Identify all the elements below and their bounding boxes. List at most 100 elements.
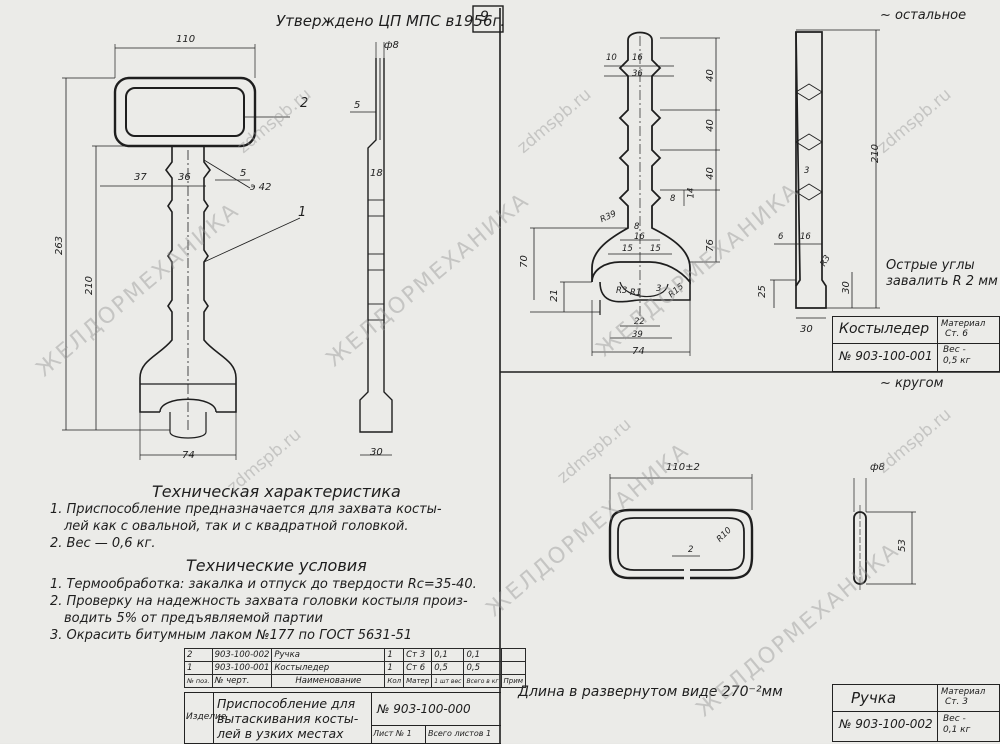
stamp-ruchka-material: Ст. 3 xyxy=(945,697,968,707)
dim-5-weld: 5 xyxy=(240,168,247,179)
bom-cell: 0,5 xyxy=(463,661,502,675)
unfolded-length: Длина в развернутом виде 270⁻²мм xyxy=(518,684,783,700)
title-line-1: Приспособление для xyxy=(217,696,356,711)
title-block-label: Изделие xyxy=(186,712,227,722)
stamp-kostyleder: Костыледер Материал Ст. 6 № 903-100-001 … xyxy=(832,316,1000,372)
dim-74: 74 xyxy=(182,450,195,461)
cdim-r1: R1 xyxy=(630,288,642,298)
tolerance-note-mid: ~ кругом xyxy=(880,376,944,391)
tech-cond-line-3: водить 5% от предъявляемой партии xyxy=(64,611,323,626)
tech-cond-title: Технические условия xyxy=(186,556,367,575)
cdim-21: 21 xyxy=(548,289,560,302)
bom-cell: 1 xyxy=(184,661,213,675)
dim-210: 210 xyxy=(84,275,96,296)
cdim-22: 22 xyxy=(634,317,645,327)
rdim-25: 25 xyxy=(756,285,768,298)
bom-cell: 903-100-002 xyxy=(211,648,273,662)
bom-header: Наименование xyxy=(271,674,386,688)
note-corners-1: Острые углы xyxy=(886,258,975,273)
cdim-36: 36 xyxy=(632,69,643,79)
tech-cond-line-4: 3. Окрасить битумным лаком №177 по ГОСТ … xyxy=(50,628,413,643)
cdim-r3: R3 xyxy=(616,286,628,296)
cdim-8a: 8 xyxy=(670,194,676,204)
cdim-15a: 15 xyxy=(622,244,633,254)
hdim-phi8: ф8 xyxy=(870,462,885,473)
stamp-ruchka: Ручка Материал Ст. 3 № 903-100-002 Вес -… xyxy=(832,684,1000,742)
dim-phi8: ф8 xyxy=(384,40,399,51)
cdim-40b: 40 xyxy=(704,119,716,132)
stamp-ruchka-name: Ручка xyxy=(851,689,897,707)
rdim-6: 6 xyxy=(778,232,784,242)
bom-cell: 903-100-001 xyxy=(211,661,273,675)
title-sheet: Лист № 1 xyxy=(373,729,412,738)
sheet-number: 9 xyxy=(480,9,489,25)
bom-cell: 1 xyxy=(384,661,405,675)
cdim-15b: 15 xyxy=(650,244,661,254)
cdim-16a: 16 xyxy=(632,53,643,63)
stamp-ruchka-material-label: Материал xyxy=(941,687,986,697)
bom-row: 2 903-100-002 Ручка 1 Ст 3 0,1 0,1 xyxy=(184,648,527,662)
stamp-ruchka-weight-label: Вес - xyxy=(943,714,966,724)
tolerance-note-top: ~ остальное xyxy=(880,8,967,23)
bom-cell: Ст 3 xyxy=(403,648,433,662)
cdim-16b: 16 xyxy=(634,232,645,242)
stamp-kostyleder-number: № 903-100-001 xyxy=(839,349,933,363)
bom-cell xyxy=(500,648,527,662)
bom-header: № поз. xyxy=(184,674,213,688)
rdim-16: 16 xyxy=(800,232,811,242)
title-line-2: вытаскивания косты- xyxy=(217,711,359,726)
cdim-14: 14 xyxy=(686,187,697,199)
dim-37: 37 xyxy=(134,172,147,183)
tech-cond-line-2: 2. Проверку на надежность захвата головк… xyxy=(50,594,468,609)
title-number: № 903-100-000 xyxy=(377,702,471,716)
tech-char-line-3: 2. Вес — 0,6 кг. xyxy=(50,536,156,551)
bom-header: Всего в кг xyxy=(463,674,502,688)
bom-header: Прим xyxy=(500,674,527,688)
cdim-39: 39 xyxy=(632,330,643,340)
dim-36: 36 xyxy=(178,172,191,183)
cdim-40c: 40 xyxy=(704,167,716,180)
hdim-110: 110±2 xyxy=(666,462,700,473)
cdim-74: 74 xyxy=(632,346,645,357)
rdim-30-h: 30 xyxy=(800,324,813,335)
bom-header: 1 шт вес xyxy=(431,674,465,688)
weld-e42: э 42 xyxy=(250,182,272,193)
cdim-70: 70 xyxy=(518,255,530,268)
hdim-2: 2 xyxy=(688,545,694,555)
stamp-kostyleder-material: Ст. 6 xyxy=(945,329,968,339)
bom-cell: Костыледер xyxy=(271,661,386,675)
note-corners-2: завалить R 2 мм xyxy=(886,274,998,289)
cdim-8b: 8 xyxy=(634,222,640,232)
callout-1: 1 xyxy=(298,205,307,220)
cdim-10: 10 xyxy=(606,53,617,63)
dim-30: 30 xyxy=(370,447,383,458)
stamp-kostyleder-name: Костыледер xyxy=(839,321,930,337)
rdim-3: 3 xyxy=(804,166,810,176)
stamp-ruchka-number: № 903-100-002 xyxy=(839,717,933,731)
title-sheets-total: Всего листов 1 xyxy=(428,729,492,738)
bom-cell: 0,1 xyxy=(431,648,465,662)
bom-header-row: № поз. № черт. Наименование Кол Матер 1 … xyxy=(184,674,527,688)
stamp-kostyleder-weight-label: Вес - xyxy=(943,345,966,355)
cdim-40a: 40 xyxy=(704,69,716,82)
stamp-kostyleder-weight: 0,5 кг xyxy=(943,356,971,366)
bill-of-materials: 2 903-100-002 Ручка 1 Ст 3 0,1 0,1 1 903… xyxy=(184,648,527,688)
dim-5-side: 5 xyxy=(354,100,361,111)
bom-cell: 1 xyxy=(384,648,405,662)
cdim-3: 3 xyxy=(656,284,662,294)
bom-row: 1 903-100-001 Костыледер 1 Ст 6 0,5 0,5 xyxy=(184,661,527,675)
bom-cell: Ручка xyxy=(271,648,386,662)
dim-110: 110 xyxy=(176,34,196,45)
title-block: Изделие Приспособление для вытаскивания … xyxy=(184,692,501,744)
callout-2: 2 xyxy=(300,96,309,111)
stamp-kostyleder-material-label: Материал xyxy=(941,319,986,329)
title-line-3: лей в узких местах xyxy=(217,726,344,741)
dim-18: 18 xyxy=(370,168,383,179)
bom-cell: 0,1 xyxy=(463,648,502,662)
approval-note: Утверждено ЦП МПС в1956г. xyxy=(276,12,506,30)
stamp-ruchka-weight: 0,1 кг xyxy=(943,725,971,735)
tech-char-line-1: 1. Приспособление предназначается для за… xyxy=(50,502,442,517)
tech-char-title: Техническая характеристика xyxy=(152,482,401,501)
